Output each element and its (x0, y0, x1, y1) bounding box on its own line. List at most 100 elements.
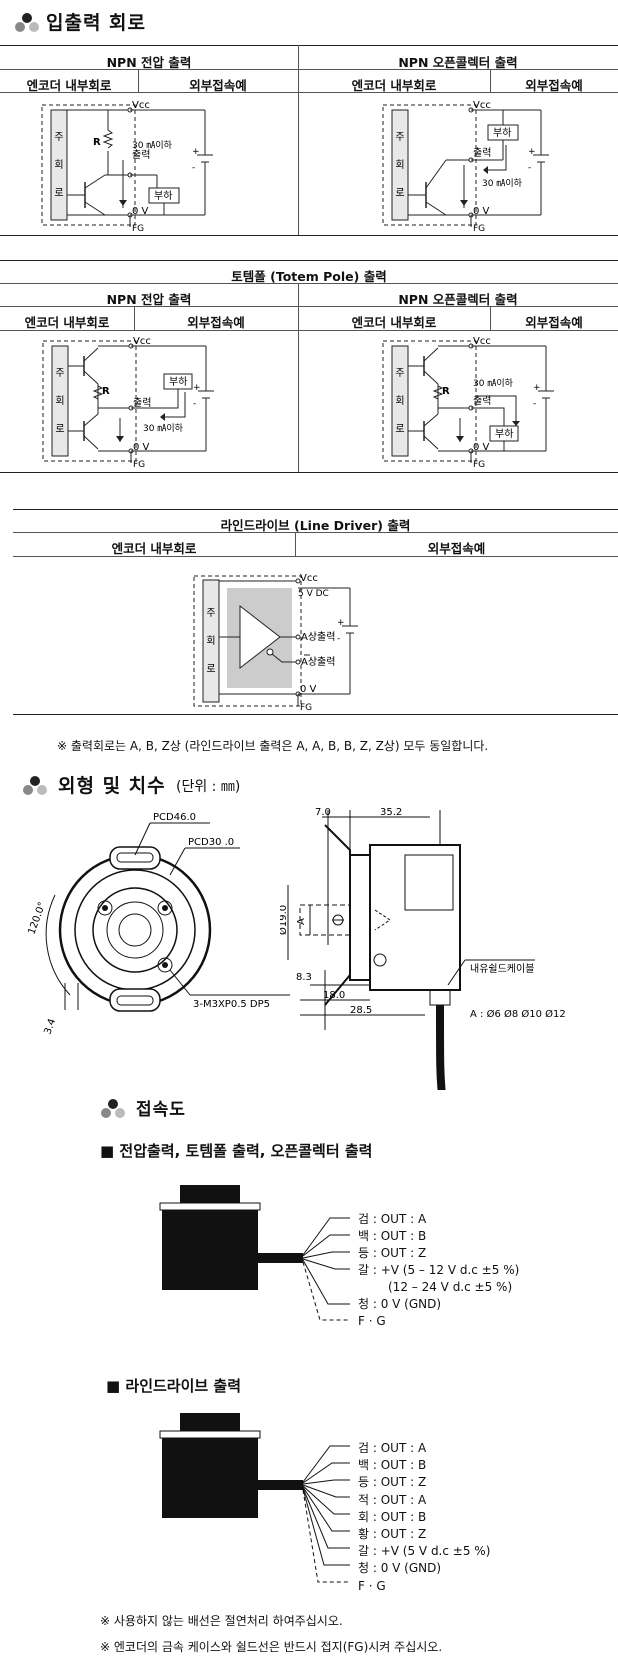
internal-circuit-header: 엔코더 내부회로 (111, 541, 197, 556)
svg-text:0 V: 0 V (300, 684, 317, 695)
svg-text:주: 주 (395, 368, 404, 379)
svg-text:R: R (93, 137, 101, 148)
svg-text:30 ㎃이하: 30 ㎃이하 (473, 378, 514, 389)
svg-text:+: + (337, 618, 345, 628)
svg-text:출력: 출력 (132, 149, 150, 161)
external-example-header: 외부접속예 (525, 78, 583, 93)
svg-text:0 V: 0 V (473, 206, 490, 217)
wiring-note-1: ※ 사용하지 않는 배선은 절연처리 하여주십시오. (100, 1614, 343, 1628)
svg-text:Vcc: Vcc (473, 100, 491, 111)
svg-text:0 V: 0 V (132, 206, 149, 217)
svg-text:Vcc: Vcc (133, 336, 151, 347)
svg-text:A: A (296, 918, 307, 925)
svg-text:회: 회 (54, 159, 63, 171)
svg-text:-: - (193, 399, 196, 409)
wiring-sub2: ■ 라인드라이브 출력 (106, 1377, 242, 1395)
svg-text:28.5: 28.5 (350, 1005, 372, 1016)
svg-text:Ø19.0: Ø19.0 (280, 905, 289, 935)
npn-oc-header: NPN 오픈콜렉터 출력 (398, 292, 518, 307)
svg-text:FG: FG (473, 224, 485, 234)
svg-text:30 ㎃이하: 30 ㎃이하 (143, 423, 184, 434)
internal-circuit-header: 엔코더 내부회로 (351, 315, 437, 330)
svg-text:+: + (528, 147, 536, 157)
svg-text:부하: 부하 (495, 427, 513, 440)
svg-text:PCD30 .0: PCD30 .0 (188, 837, 234, 848)
svg-text:-: - (337, 634, 340, 644)
dims-title: 외형 및 치수 (58, 775, 166, 797)
svg-text:주: 주 (54, 132, 63, 143)
side-view-drawing: 7.0 35.2 Ø19.0 A 8.3 18.0 28.5 내유쉴드케이블 A… (280, 807, 566, 1090)
wiring-list-2: 검 : OUT : A 백 : OUT : B 등 : OUT : Z 적 : … (358, 1441, 491, 1593)
svg-text:부하: 부하 (169, 375, 187, 388)
internal-circuit-header: 엔코더 내부회로 (351, 78, 437, 93)
front-view-drawing: 120.0° PCD46.0 PCD30 .0 3-M3XP0.5 DP5 3.… (26, 812, 290, 1036)
svg-text:회: 회 (395, 395, 404, 407)
line-driver-header: 라인드라이브 (Line Driver) 출력 (220, 518, 411, 533)
dims-unit: (단위 : ㎜) (176, 779, 241, 795)
npn-voltage-circuit-diagram: 주 회 로 R Vcc 출력 30 ㎃이하 0 V 부하 +- FG (41, 100, 213, 234)
svg-text:30 ㎃이하: 30 ㎃이하 (132, 140, 173, 151)
internal-circuit-header: 엔코더 내부회로 (24, 315, 110, 330)
svg-text:로: 로 (55, 424, 64, 435)
section-bullet-icon (15, 13, 39, 32)
svg-text:A : Ø6 Ø8 Ø10 Ø12: A : Ø6 Ø8 Ø10 Ø12 (470, 1008, 566, 1020)
svg-text:출력: 출력 (473, 147, 491, 159)
totem-pole-header: 토템폴 (Totem Pole) 출력 (231, 269, 387, 284)
wiring-title: 접속도 (136, 1100, 186, 1120)
io-note: ※ 출력회로는 A, B, Z상 (라인드라이브 출력은 A, A, B, B,… (57, 739, 489, 753)
svg-text:FG: FG (300, 703, 312, 713)
svg-text:-: - (528, 163, 531, 173)
external-example-header: 외부접속예 (525, 315, 583, 330)
svg-text:R: R (442, 386, 450, 397)
wiring-note-2: ※ 엔코더의 금속 케이스와 쉴드선은 반드시 접지(FG)시켜 주십시오. (100, 1640, 443, 1654)
svg-text:FG: FG (133, 460, 145, 470)
svg-text:주: 주 (206, 608, 215, 619)
svg-text:로: 로 (395, 424, 404, 435)
line-driver-circuit-diagram: 주 회 로 Vcc 5 V DC A상출력 A상출력 0 V +- FG (193, 573, 358, 713)
svg-text:35.2: 35.2 (380, 807, 402, 818)
svg-text:PCD46.0: PCD46.0 (153, 812, 196, 823)
svg-text:8.3: 8.3 (296, 972, 312, 983)
svg-text:출력: 출력 (133, 397, 151, 409)
encoder-wiring-drawing-2 (159, 1413, 350, 1583)
svg-text:Vcc: Vcc (300, 573, 318, 584)
svg-text:0 V: 0 V (473, 442, 490, 453)
svg-text:내유쉴드케이블: 내유쉴드케이블 (470, 963, 534, 975)
svg-text:FG: FG (473, 460, 485, 470)
svg-text:120.0°: 120.0° (26, 901, 48, 936)
svg-text:로: 로 (395, 188, 404, 199)
npn-oc-header: NPN 오픈콜렉터 출력 (398, 55, 518, 70)
external-example-header: 외부접속예 (427, 541, 486, 556)
svg-text:A상출력: A상출력 (301, 631, 335, 643)
svg-text:출력: 출력 (473, 395, 491, 407)
svg-text:3.4: 3.4 (42, 1017, 58, 1036)
svg-text:7.0: 7.0 (315, 807, 331, 818)
svg-text:FG: FG (132, 224, 144, 234)
totem-voltage-circuit-diagram: 주 회 로 R Vcc 출력 30 ㎃이하 0 V 부하 +- FG (42, 336, 214, 470)
internal-circuit-header: 엔코더 내부회로 (26, 78, 112, 93)
npn-voltage-header: NPN 전압 출력 (106, 292, 192, 307)
io-title: 입출력 회로 (46, 12, 147, 34)
svg-text:R: R (102, 386, 110, 397)
svg-text:로: 로 (54, 188, 63, 199)
svg-text:0 V: 0 V (133, 442, 150, 453)
wiring-list-1: 검 : OUT : A 백 : OUT : B 등 : OUT : Z 갈 : … (358, 1212, 520, 1328)
svg-text:주: 주 (55, 368, 64, 379)
wiring-sub1: ■ 전압출력, 토템폴 출력, 오픈콜렉터 출력 (100, 1142, 373, 1160)
external-example-header: 외부접속예 (189, 78, 247, 93)
svg-text:30 ㎃이하: 30 ㎃이하 (482, 178, 523, 189)
svg-text:A상출력: A상출력 (301, 656, 335, 668)
svg-text:회: 회 (55, 395, 64, 407)
svg-text:-: - (192, 163, 195, 173)
svg-text:+: + (533, 383, 541, 393)
svg-text:부하: 부하 (154, 189, 172, 202)
svg-text:3-M3XP0.5 DP5: 3-M3XP0.5 DP5 (193, 999, 270, 1010)
svg-text:Vcc: Vcc (132, 100, 150, 111)
section-bullet-icon (101, 1099, 125, 1118)
svg-text:회: 회 (206, 635, 215, 647)
encoder-wiring-drawing-1 (159, 1185, 350, 1321)
svg-text:주: 주 (395, 132, 404, 143)
section-bullet-icon (23, 776, 47, 795)
totem-oc-circuit-diagram: 주 회 로 R Vcc 출력 30 ㎃이하 0 V 부하 +- FG (382, 336, 554, 470)
svg-text:로: 로 (206, 664, 215, 675)
